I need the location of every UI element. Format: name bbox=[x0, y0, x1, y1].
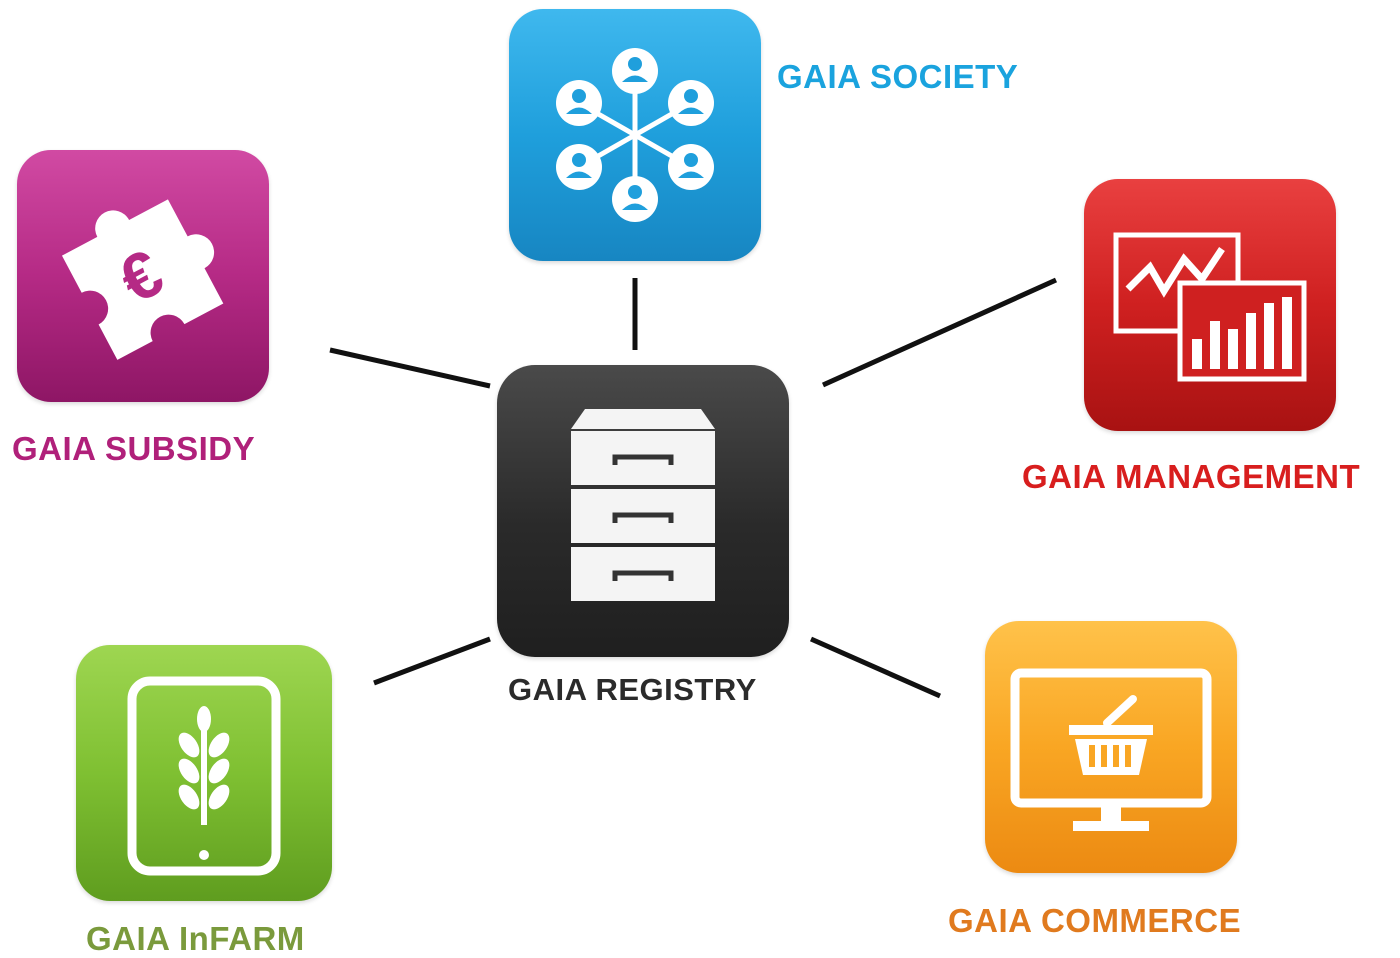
commerce-label: GAIA COMMERCE bbox=[948, 902, 1242, 939]
connector-management bbox=[821, 277, 1058, 388]
commerce-app-tile[interactable] bbox=[985, 621, 1237, 873]
infarm-app-tile[interactable] bbox=[76, 645, 332, 901]
society-label: GAIA SOCIETY bbox=[777, 58, 1019, 95]
connector-commerce bbox=[809, 636, 942, 699]
connector-infarm bbox=[373, 636, 491, 686]
monitor-basket-icon bbox=[1010, 668, 1212, 831]
subsidy-app-tile[interactable]: € bbox=[17, 150, 269, 402]
connector-subsidy bbox=[329, 347, 491, 389]
charts-icon bbox=[1113, 232, 1307, 382]
society-app-tile[interactable] bbox=[509, 9, 761, 261]
subsidy-label: GAIA SUBSIDY bbox=[12, 430, 256, 467]
people-network-icon bbox=[556, 48, 714, 222]
registry-label: GAIA REGISTRY bbox=[508, 672, 757, 707]
management-label: GAIA MANAGEMENT bbox=[1022, 458, 1361, 495]
registry-app-tile[interactable] bbox=[497, 365, 789, 657]
euro-puzzle-icon: € bbox=[61, 199, 224, 360]
management-app-tile[interactable] bbox=[1084, 179, 1336, 431]
infarm-label: GAIA InFARM bbox=[86, 920, 305, 957]
tablet-wheat-icon bbox=[127, 676, 281, 876]
file-cabinet-icon bbox=[571, 409, 715, 601]
